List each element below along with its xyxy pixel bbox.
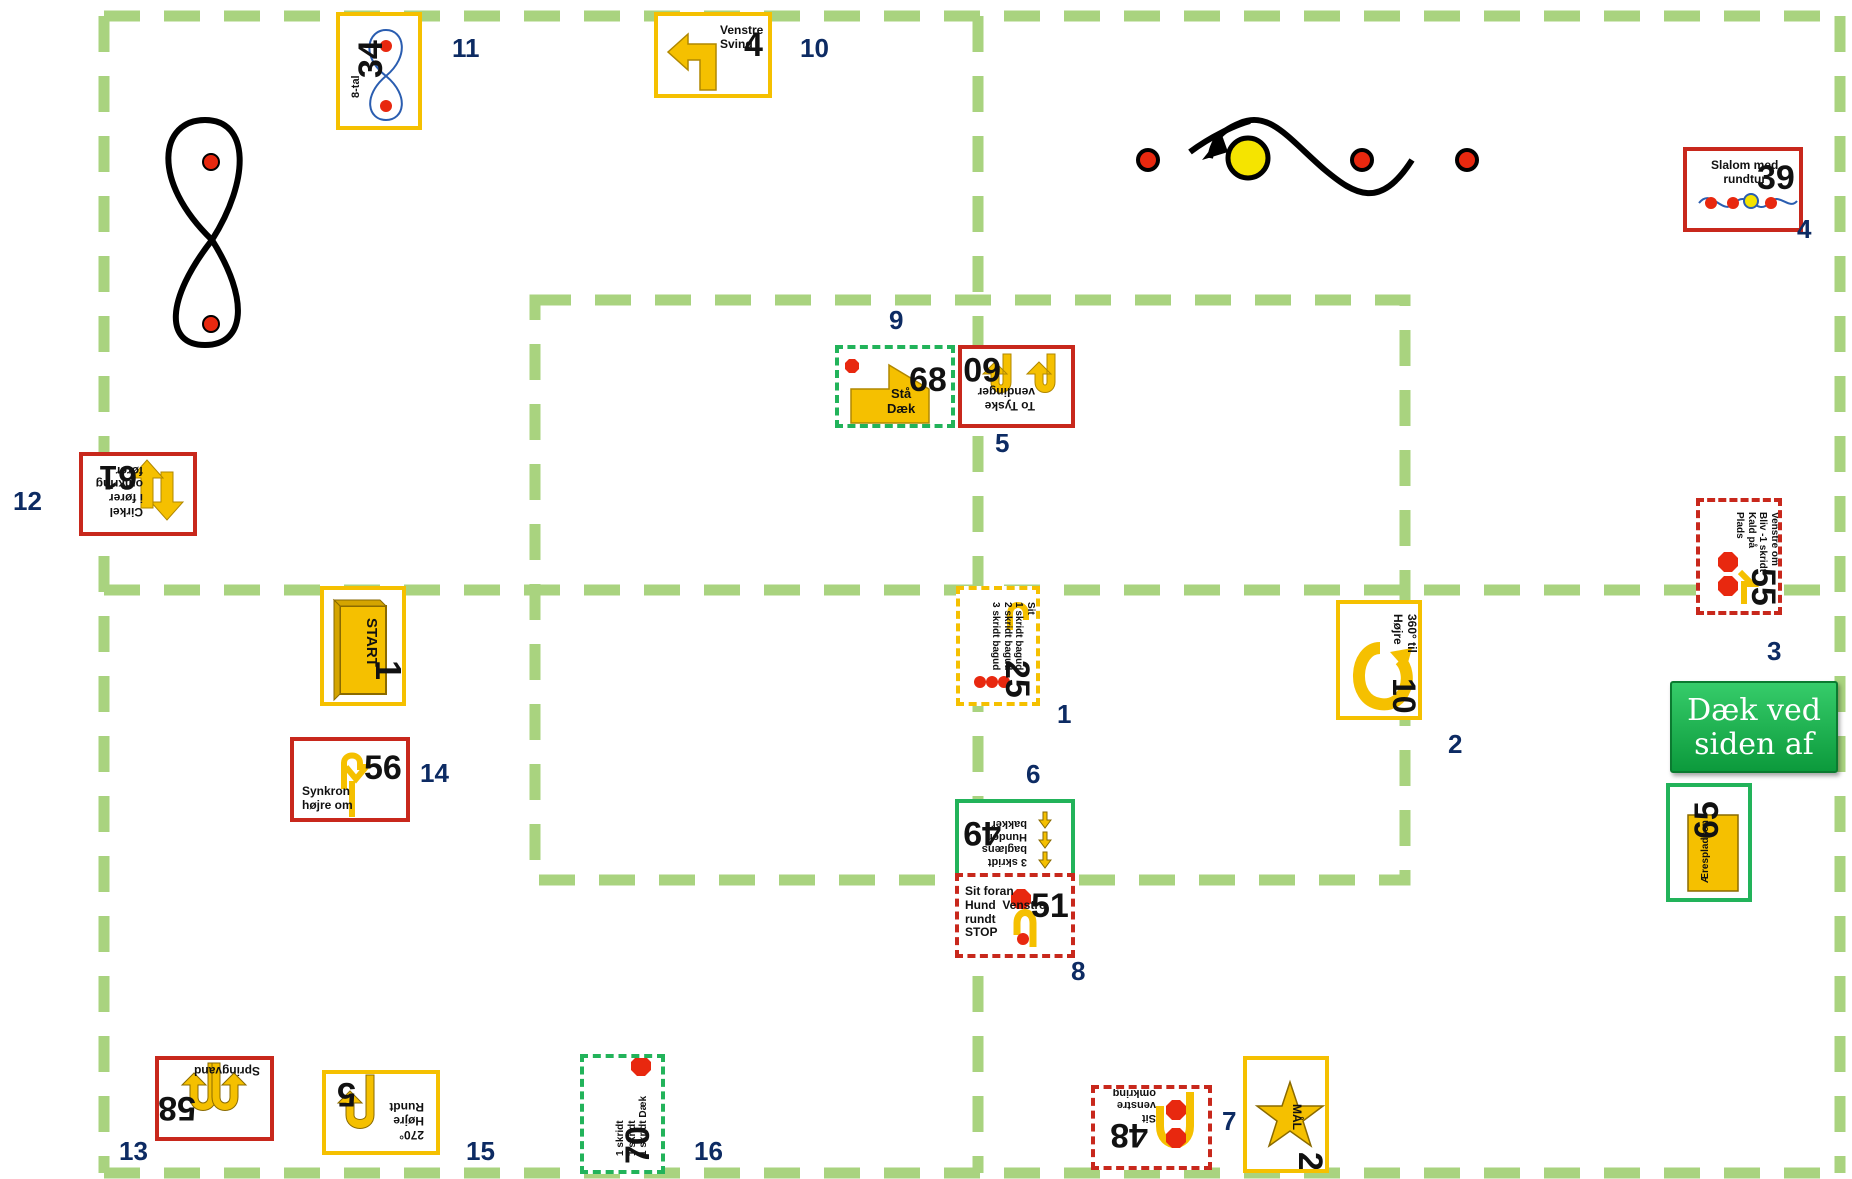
order-number: 4 bbox=[1797, 216, 1811, 242]
sign-number: 1 bbox=[370, 660, 406, 680]
sign-card-60: To Tyske vendinger 60 bbox=[958, 345, 1075, 428]
sign-number: 48 bbox=[1110, 1118, 1148, 1152]
sign-card-1: START 1 bbox=[320, 586, 406, 706]
sign-text: 270° Højre Rundt bbox=[389, 1100, 424, 1141]
order-number: 1 bbox=[1057, 701, 1071, 727]
sign-card-5: 270° Højre Rundt 5 bbox=[322, 1070, 440, 1155]
sign-card-65: Ærespladsen 65 bbox=[1666, 783, 1752, 902]
order-number: 16 bbox=[694, 1138, 723, 1164]
order-number: 11 bbox=[452, 35, 480, 61]
sign-number: 60 bbox=[963, 352, 1001, 386]
figure-eight-path-icon bbox=[168, 120, 239, 345]
sign-text: 8-tal bbox=[350, 75, 363, 98]
sign-card-48: Sit venstre omkring 48 bbox=[1091, 1085, 1212, 1170]
sign-text: To Tyske vendinger bbox=[978, 384, 1035, 412]
sign-number: 51 bbox=[1031, 889, 1069, 923]
slalom-path-icon bbox=[1138, 120, 1477, 193]
sign-number: 68 bbox=[909, 363, 947, 397]
sign-number: 55 bbox=[1746, 568, 1780, 606]
sign-number: 34 bbox=[354, 40, 388, 78]
sign-number: 49 bbox=[963, 816, 1001, 850]
order-number: 10 bbox=[800, 35, 829, 61]
sign-card-68: Stå Dæk 68 bbox=[835, 345, 955, 428]
sign-number: 56 bbox=[364, 751, 402, 785]
sign-card-25: Sit 1 skridt bagud 2 skridt bagud 3 skri… bbox=[956, 586, 1040, 706]
order-number: 3 bbox=[1767, 638, 1781, 664]
sign-text: Synkron højre om bbox=[302, 785, 353, 813]
sign-number: 58 bbox=[158, 1091, 196, 1125]
order-number: 13 bbox=[119, 1138, 148, 1164]
order-number: 14 bbox=[420, 760, 449, 786]
sign-text: 360° til Højre bbox=[1390, 614, 1418, 653]
order-number: 15 bbox=[466, 1138, 495, 1164]
stop-sign-icon bbox=[845, 359, 859, 373]
sign-text: Venstre om Bliv -1 skridt Kald på Plads bbox=[1734, 512, 1780, 572]
sign-number: 70 bbox=[621, 1126, 655, 1164]
sign-number: 61 bbox=[99, 460, 137, 494]
sign-card-39: Slalom med rundtur 39 bbox=[1683, 147, 1803, 232]
sign-card-2: MÅL 2 bbox=[1243, 1056, 1329, 1173]
sign-number: 10 bbox=[1388, 678, 1420, 714]
sign-number: 2 bbox=[1293, 1152, 1327, 1171]
sign-card-51: Sit foran Hund Venstre rundt STOP 51 bbox=[955, 873, 1075, 958]
sign-card-58: Springvand 58 bbox=[155, 1056, 274, 1141]
order-number: 2 bbox=[1448, 731, 1462, 757]
sign-number: 5 bbox=[337, 1077, 356, 1111]
order-number: 8 bbox=[1071, 958, 1085, 984]
order-number: 6 bbox=[1026, 761, 1040, 787]
order-number: 9 bbox=[889, 307, 903, 333]
sign-card-70: 1 skridt 1 skridt 1 skridt Dæk 70 bbox=[580, 1054, 665, 1174]
order-number: 7 bbox=[1222, 1108, 1236, 1134]
sign-card-49: 3 skridt baglæns Hunden bakker 49 bbox=[955, 799, 1075, 884]
sign-card-34: 34 8-tal bbox=[336, 12, 422, 130]
sign-number: 65 bbox=[1690, 801, 1724, 839]
sign-card-10: 360° til Højre 10 bbox=[1336, 600, 1422, 720]
sign-text: MÅL bbox=[1289, 1104, 1303, 1130]
order-number: 5 bbox=[995, 430, 1009, 456]
order-number: 12 bbox=[13, 488, 42, 514]
sign-text: Springvand bbox=[194, 1063, 260, 1077]
sign-card-61: Cirkel i fører omkring fører 61 bbox=[79, 452, 197, 536]
sign-number: 25 bbox=[1000, 660, 1034, 698]
sign-card-55: Venstre om Bliv -1 skridt Kald på Plads … bbox=[1696, 498, 1782, 615]
sign-card-56: Synkron højre om 56 bbox=[290, 737, 410, 822]
sign-number: 4 bbox=[744, 28, 763, 62]
sign-card-4: Venstre Sving 4 bbox=[654, 12, 772, 98]
sign-number: 39 bbox=[1757, 161, 1795, 195]
dog-down-beside-button[interactable]: Dæk ved siden af bbox=[1670, 681, 1838, 773]
